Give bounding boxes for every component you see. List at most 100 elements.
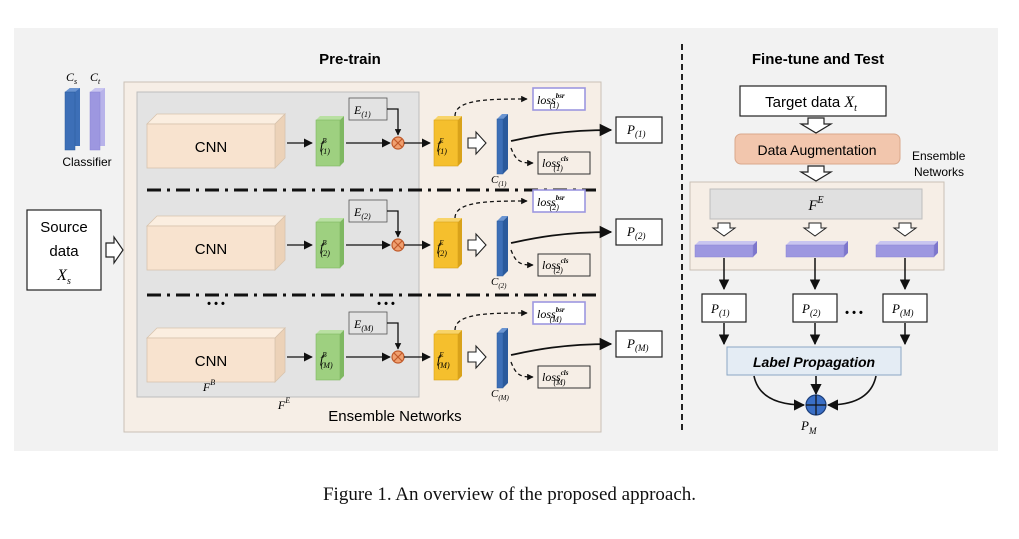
fb-block bbox=[315, 119, 341, 167]
e-box-label: E(M) bbox=[353, 317, 374, 333]
dashed-to-cls bbox=[510, 249, 534, 269]
pm-label: PM bbox=[800, 418, 817, 436]
loss-cls-box bbox=[537, 253, 591, 277]
loss-bsr-box bbox=[532, 301, 586, 325]
fb-block bbox=[315, 221, 341, 269]
dashed-to-bsr bbox=[454, 95, 528, 117]
fe-block-label: fE(1) bbox=[437, 137, 447, 156]
cnn-block bbox=[146, 337, 276, 383]
p-output-box bbox=[615, 330, 663, 358]
loss-cls-box bbox=[537, 151, 591, 175]
loss-bsr-box bbox=[532, 189, 586, 213]
branch-3: CNN fB(M) E(M) fE(M) C(M) lossbsr(M) losscls(M… bbox=[146, 301, 663, 402]
target-classifier-bar bbox=[694, 244, 754, 258]
fe-block-label: fE(M) bbox=[437, 351, 450, 370]
data-augmentation-box bbox=[734, 133, 901, 165]
fb-block-label: fB(2) bbox=[320, 239, 330, 258]
classifier-group: Cs Ct Classifier bbox=[62, 70, 111, 169]
ct-bar bbox=[89, 91, 101, 151]
loss-bsr-label: lossbsr(1) bbox=[537, 92, 565, 110]
right-p-box bbox=[701, 293, 747, 323]
loss-bsr-label: lossbsr(2) bbox=[537, 194, 565, 212]
right-ellipsis: • • • bbox=[845, 307, 863, 319]
fe-label: FE bbox=[277, 396, 290, 412]
right-branch-1: P(1) bbox=[694, 222, 757, 346]
fe-block bbox=[433, 221, 459, 269]
finetune-title: Fine-tune and Test bbox=[752, 51, 884, 68]
fb-block bbox=[315, 333, 341, 381]
e-box-label: E(2) bbox=[353, 205, 371, 221]
arrow-to-p bbox=[510, 337, 613, 356]
arrow-e-mult bbox=[387, 210, 402, 238]
loss-cls-label: losscls(1) bbox=[542, 155, 569, 173]
lp-curve-right bbox=[826, 375, 877, 411]
right-fe-label: FE bbox=[807, 195, 823, 214]
arrow-to-p bbox=[510, 225, 613, 244]
source-var: Xs bbox=[56, 267, 71, 287]
cnn-label: CNN bbox=[195, 353, 228, 370]
p-output-label: P(1) bbox=[626, 122, 645, 139]
target-classifier-bar bbox=[875, 244, 935, 258]
cs-label: Cs bbox=[66, 70, 77, 86]
source-line2: data bbox=[49, 243, 79, 260]
loss-cls-label: losscls(2) bbox=[542, 257, 569, 275]
right-branch-3: P(M) bbox=[875, 222, 938, 346]
right-p-label: P(1) bbox=[710, 301, 729, 318]
cnn-block bbox=[146, 225, 276, 271]
classifier-bar bbox=[496, 332, 504, 389]
fe-to-classifier-arrow bbox=[467, 344, 487, 370]
loss-bsr-box bbox=[532, 87, 586, 111]
loss-cls-label: losscls(M) bbox=[542, 369, 569, 387]
target-down-arrow bbox=[798, 117, 834, 134]
fe-block bbox=[433, 333, 459, 381]
target-data-text: Target data Xt bbox=[765, 94, 857, 114]
source-line1: Source bbox=[40, 219, 88, 236]
source-arrow bbox=[105, 235, 124, 265]
arrow-e-mult bbox=[387, 322, 402, 350]
ct-label: Ct bbox=[90, 70, 101, 86]
dashed-to-cls bbox=[510, 147, 534, 167]
right-branch-2: P(2) bbox=[785, 222, 848, 346]
p-output-label: P(M) bbox=[626, 336, 648, 353]
ellipsis-mid: • • • bbox=[377, 298, 395, 310]
target-data-box bbox=[739, 85, 887, 117]
fe-to-classifier-arrow bbox=[467, 232, 487, 258]
ensemble-networks-label: Ensemble Networks bbox=[328, 408, 461, 425]
classifier-bar bbox=[496, 220, 504, 277]
fe-down-arrow bbox=[892, 222, 918, 237]
ellipsis-left: • • • bbox=[207, 298, 225, 310]
right-p-box bbox=[792, 293, 838, 323]
label-propagation-box bbox=[726, 346, 902, 376]
fe-block bbox=[433, 119, 459, 167]
right-p-label: P(M) bbox=[891, 301, 913, 318]
figure-caption: Figure 1. An overview of the proposed ap… bbox=[322, 484, 697, 505]
arrow-e-mult bbox=[387, 108, 402, 136]
fb-block-label: fB(1) bbox=[320, 137, 330, 156]
classifier-bar bbox=[496, 118, 504, 175]
right-ensemble-line1: Ensemble bbox=[912, 149, 966, 163]
target-classifier-bar bbox=[785, 244, 845, 258]
p-output-label: P(2) bbox=[626, 224, 645, 241]
e-box-label: E(1) bbox=[353, 103, 371, 119]
loss-cls-box bbox=[537, 365, 591, 389]
lp-curve-left bbox=[753, 375, 806, 411]
cnn-label: CNN bbox=[195, 139, 228, 156]
cnn-label: CNN bbox=[195, 241, 228, 258]
fe-down-arrow bbox=[802, 222, 828, 237]
fb-label: FB bbox=[202, 378, 215, 394]
right-ensemble-line2: Networks bbox=[914, 165, 964, 179]
source-data-box bbox=[26, 209, 102, 291]
dashed-to-cls bbox=[510, 361, 534, 381]
classifier-label: C(2) bbox=[491, 276, 507, 290]
loss-bsr-label: lossbsr(M) bbox=[537, 306, 565, 324]
fe-to-classifier-arrow bbox=[467, 130, 487, 156]
right-p-label: P(2) bbox=[801, 301, 820, 318]
classifier-caption: Classifier bbox=[62, 155, 111, 169]
classifier-label: C(M) bbox=[491, 388, 510, 402]
p-output-box bbox=[615, 218, 663, 246]
fb-block-label: fB(M) bbox=[320, 351, 333, 370]
